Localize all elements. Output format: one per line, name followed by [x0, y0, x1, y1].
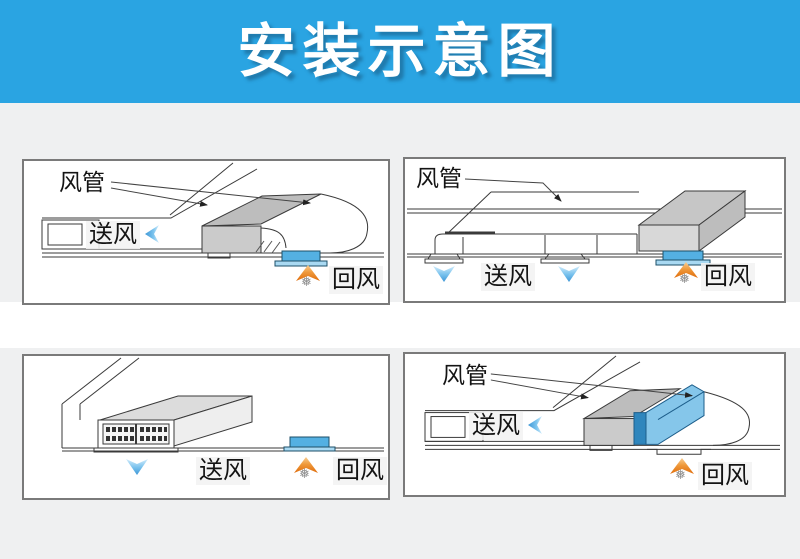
- duct-body: [434, 233, 637, 254]
- return-air-label: 回风: [698, 462, 752, 490]
- unit-body: [201, 225, 262, 254]
- return-up-arrow-icon: [296, 265, 320, 281]
- snowflake-icon: ❅: [301, 275, 312, 290]
- return-air-label: 回风: [701, 263, 755, 291]
- duct-unit-drawing-side-view: [41, 162, 384, 267]
- return-up-arrow-icon: [674, 262, 698, 278]
- header-banner: 安装示意图: [0, 0, 800, 103]
- snowflake-icon: ❅: [675, 468, 686, 483]
- panel-top-right: 风管 送风 ❅ 回风: [403, 157, 786, 303]
- panel-top-left: 风管 送风 ❅ 回风: [22, 159, 390, 305]
- duct-label: 风管: [439, 362, 491, 389]
- panel-bottom-left: 送风 ❅ 回风: [22, 354, 390, 500]
- supply-down-arrow-icon: [558, 266, 580, 282]
- snowflake-icon: ❅: [299, 467, 310, 482]
- blue-plenum-panel: [645, 384, 705, 445]
- unit-top-face: [201, 193, 322, 227]
- unit-top-face: [582, 388, 682, 420]
- blue-plenum-edge: [633, 412, 647, 445]
- supply-down-arrow-icon: [433, 266, 455, 282]
- supply-air-label: 送风: [86, 221, 140, 249]
- duct-run-drawing-long-view: [407, 178, 782, 266]
- unit-body: [638, 224, 700, 252]
- supply-left-arrow-icon: [145, 225, 159, 243]
- supply-air-label: 送风: [469, 412, 523, 440]
- supply-air-label: 送风: [196, 457, 250, 485]
- panel-bottom-right: 风管 送风 ❅ 回风: [403, 352, 786, 497]
- return-grille: [281, 250, 321, 263]
- snowflake-icon: ❅: [679, 272, 690, 287]
- supply-outlet-flange-middle: [540, 258, 590, 264]
- duct-unit-drawing-blue-plenum: [424, 355, 780, 455]
- return-air-label: 回风: [333, 457, 387, 485]
- supply-down-arrow-icon: [126, 459, 148, 475]
- return-up-arrow-icon: [294, 457, 318, 473]
- duct-label: 风管: [56, 169, 108, 196]
- row-divider-band: [0, 302, 800, 348]
- page-title: 安装示意图: [237, 19, 563, 84]
- return-grille: [289, 436, 330, 449]
- supply-outlet-flange-left: [424, 258, 464, 264]
- return-air-label: 回风: [329, 266, 383, 294]
- return-up-arrow-icon: [670, 458, 694, 474]
- duct-label: 风管: [413, 165, 465, 192]
- supply-left-arrow-icon: [528, 416, 542, 434]
- exposed-unit-drawing: [61, 357, 384, 453]
- unit-body: [583, 418, 635, 446]
- supply-air-label: 送风: [481, 263, 535, 291]
